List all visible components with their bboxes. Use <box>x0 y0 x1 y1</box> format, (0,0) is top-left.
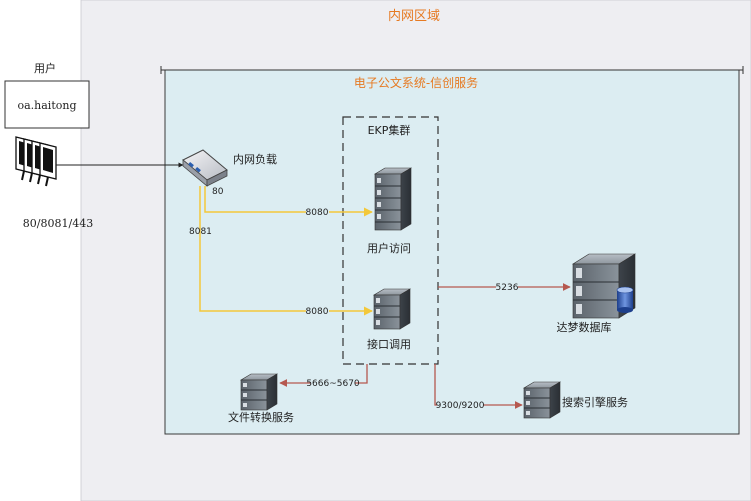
port-8080-user-access-label: 8080 <box>306 208 329 218</box>
system-zone-title: 电子公文系统-信创服务 <box>354 75 478 90</box>
file-convert-label: 文件转换服务 <box>228 410 294 424</box>
database-label: 达梦数据库 <box>557 320 612 334</box>
interface-server-icon <box>372 288 412 330</box>
user-label: 用户 <box>34 61 56 75</box>
load-balancer-icon <box>182 149 228 187</box>
search-engine-server-icon <box>522 381 562 419</box>
lb-port-80-label: 80 <box>212 187 224 197</box>
user-access-server-icon <box>373 167 413 231</box>
file-convert-server-icon <box>239 373 279 411</box>
ekp-cluster-title: EKP集群 <box>368 123 411 137</box>
lb-port-8081-label: 8081 <box>189 227 212 237</box>
port-5236-label: 5236 <box>496 283 519 293</box>
ekp-cluster-box <box>342 116 439 365</box>
user-ports-label: 80/8081/443 <box>23 217 93 230</box>
port-8080-interface-label: 8080 <box>306 307 329 317</box>
intranet-zone-title: 内网区域 <box>388 8 440 24</box>
user-url-text: oa.haitong <box>17 99 76 112</box>
load-balancer-label: 内网负载 <box>233 152 277 166</box>
user-terminals-icon <box>15 136 57 187</box>
cluster-to-search-link <box>434 364 523 409</box>
database-server-icon <box>571 253 637 319</box>
port-5666-5670-label: 5666~5670 <box>306 379 360 389</box>
search-engine-label: 搜索引擎服务 <box>562 395 628 409</box>
user-access-label: 用户访问 <box>367 241 411 255</box>
user-url-box <box>4 80 90 129</box>
interface-call-label: 接口调用 <box>367 338 411 351</box>
system-zone <box>164 69 740 435</box>
port-9300-9200-label: 9300/9200 <box>436 401 485 411</box>
database-cylinder-icon <box>616 286 634 313</box>
cluster-to-file-link <box>279 364 368 387</box>
